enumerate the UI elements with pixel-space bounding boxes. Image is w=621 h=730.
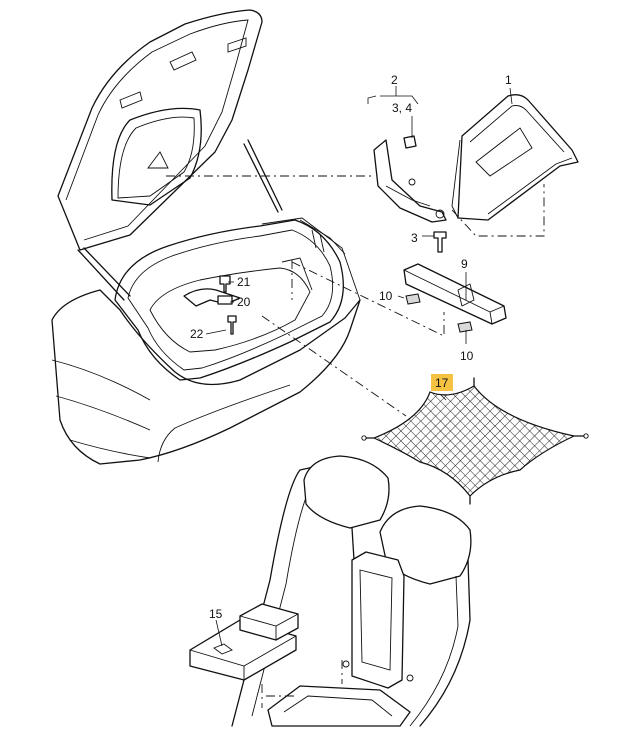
callout-3: 3: [411, 231, 418, 245]
callout-15: 15: [209, 607, 223, 621]
car-rear-body: [51, 9, 361, 465]
leader-lines: [205, 86, 513, 647]
callouts: 1 2 3, 4 3 9 10 10 15 17 20 21 22: [190, 73, 512, 621]
bracket-assembly: [373, 135, 447, 253]
callout-17: 17: [435, 376, 449, 390]
callout-10-upper: 10: [379, 289, 393, 303]
callout-2: 2: [391, 73, 398, 87]
callout-22: 22: [190, 327, 204, 341]
callout-21: 21: [237, 275, 251, 289]
callout-1: 1: [505, 73, 512, 87]
side-trim-panel: [451, 94, 579, 221]
first-aid-kit: [189, 603, 299, 681]
cargo-net: [361, 377, 589, 505]
callout-17-highlight: [431, 374, 453, 391]
assembly-lines: [166, 175, 545, 708]
felt-pads: [405, 293, 473, 333]
callout-9: 9: [461, 257, 468, 271]
fasteners: [217, 275, 237, 335]
callout-3-4: 3, 4: [392, 101, 412, 115]
rear-seat: [231, 455, 472, 727]
callout-10-lower: 10: [460, 349, 474, 363]
warning-triangle-box: [403, 263, 507, 325]
callout-20: 20: [237, 295, 251, 309]
